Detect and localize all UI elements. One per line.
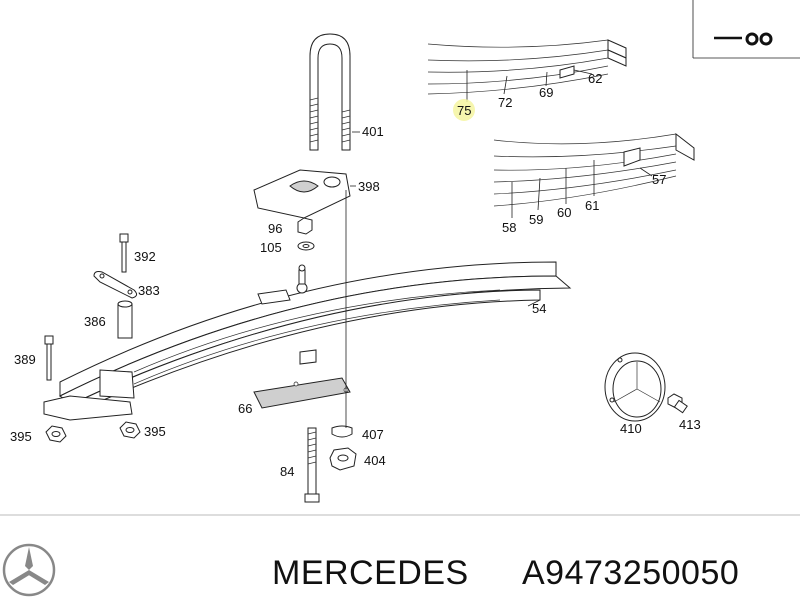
main-leaf-spring	[43, 261, 572, 421]
callout-75: 75	[457, 103, 471, 118]
callout-386: 386	[84, 314, 106, 329]
nut-96	[297, 217, 313, 235]
callout-395-right: 395	[144, 424, 166, 439]
brand-name: MERCEDES	[272, 554, 469, 592]
nut-395-right	[119, 421, 141, 439]
washer-407	[331, 425, 353, 438]
callout-413: 413	[679, 417, 701, 432]
callout-54: 54	[532, 301, 546, 316]
callout-395-left: 395	[10, 429, 32, 444]
legend-ring-icon	[745, 32, 759, 46]
callout-383: 383	[138, 283, 160, 298]
sleeve-386	[117, 300, 133, 339]
callout-389: 389	[14, 352, 36, 367]
shackle-link-383	[93, 271, 138, 299]
mercedes-star-logo	[2, 543, 56, 597]
callout-407: 407	[362, 427, 384, 442]
callout-labels: 75 72 69 62 57 58 59 60 61 401 398 96 10…	[10, 71, 701, 479]
bolt-84	[304, 427, 320, 503]
detail-spring-lower	[493, 132, 695, 218]
callout-61: 61	[585, 198, 599, 213]
callout-392: 392	[134, 249, 156, 264]
callout-59: 59	[529, 212, 543, 227]
cover-cap-410	[604, 352, 666, 422]
pad-plate-66	[253, 377, 351, 409]
bolt-392	[119, 233, 129, 273]
callout-404: 404	[364, 453, 386, 468]
callout-105: 105	[260, 240, 282, 255]
highlight-marker	[453, 99, 475, 121]
callout-58: 58	[502, 220, 516, 235]
callout-84: 84	[280, 464, 294, 479]
u-bolt	[309, 33, 360, 151]
part-number: A9473250050	[522, 554, 739, 592]
corner-legend	[692, 0, 800, 59]
detail-spring-upper	[427, 39, 627, 102]
callout-62: 62	[588, 71, 602, 86]
callout-401: 401	[362, 124, 384, 139]
bolt-389	[44, 335, 54, 381]
callout-398: 398	[358, 179, 380, 194]
callout-410: 410	[620, 421, 642, 436]
legend-ring-icon	[759, 32, 773, 46]
nut-404	[329, 447, 357, 471]
nut-395-left	[45, 425, 67, 443]
callout-72: 72	[498, 95, 512, 110]
callout-66: 66	[238, 401, 252, 416]
bolt-413	[667, 393, 688, 414]
callout-96: 96	[268, 221, 282, 236]
callout-69: 69	[539, 85, 553, 100]
callout-60: 60	[557, 205, 571, 220]
washer-105	[297, 241, 315, 251]
callout-57: 57	[652, 172, 666, 187]
saddle-plate	[253, 169, 356, 219]
